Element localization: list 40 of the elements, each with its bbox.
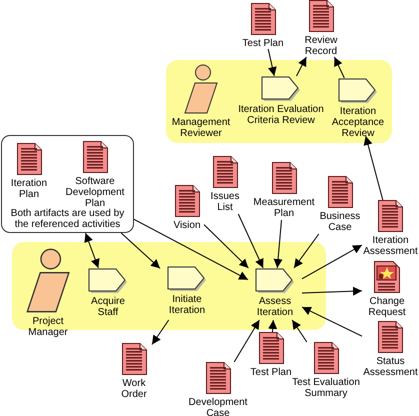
note-text: Both artifacts are used by the referenced activities [10,208,126,230]
artifact-label: Iteration Plan [10,178,48,200]
artifact-label: Issues List [210,191,240,213]
arrow [334,56,345,78]
arrow [234,320,260,362]
arrow [204,224,249,268]
arrow [268,320,278,332]
arrow [364,136,384,200]
arrow [238,214,264,268]
arrow [134,218,248,280]
artifact-label: Iteration Assessment [362,235,419,257]
artifact-label: Vision [173,220,201,231]
artifact-label: Test Plan [242,38,284,49]
note-box [1,135,134,233]
artifact-label: Measurement Plan [252,197,316,219]
arrow [292,320,308,342]
arrow [302,244,362,280]
artifact-label: Work Order [120,378,148,400]
artifact-label: Software Development Plan [66,176,126,209]
role-label: Project Manager [27,316,69,338]
arrow [296,56,307,76]
artifact-label: Status Assessment [362,356,419,378]
artifact-label: Change Request [367,296,407,318]
activity-label: Initiate Iteration [168,294,206,316]
arrow [120,232,160,269]
artifact-label: Review Record [304,35,338,57]
activity-label: Assess Iteration [256,296,294,318]
activity-label: Iteration Evaluation Criteria Review [237,104,325,126]
activity-label: Acquire Staff [90,296,126,318]
swimlane-band [166,60,392,143]
arrow [302,286,362,296]
role-label: Management Reviewer [170,117,232,139]
artifact-label: Test Plan [250,367,292,378]
artifact-label: Business Case [318,211,362,233]
arrow [302,306,362,337]
artifact-label: Test Evaluation Summary [291,377,361,399]
arrow [274,220,283,268]
activity-label: Iteration Acceptance Review [330,106,386,139]
artifact-label: Development Case [188,397,248,416]
arrow [84,232,100,268]
